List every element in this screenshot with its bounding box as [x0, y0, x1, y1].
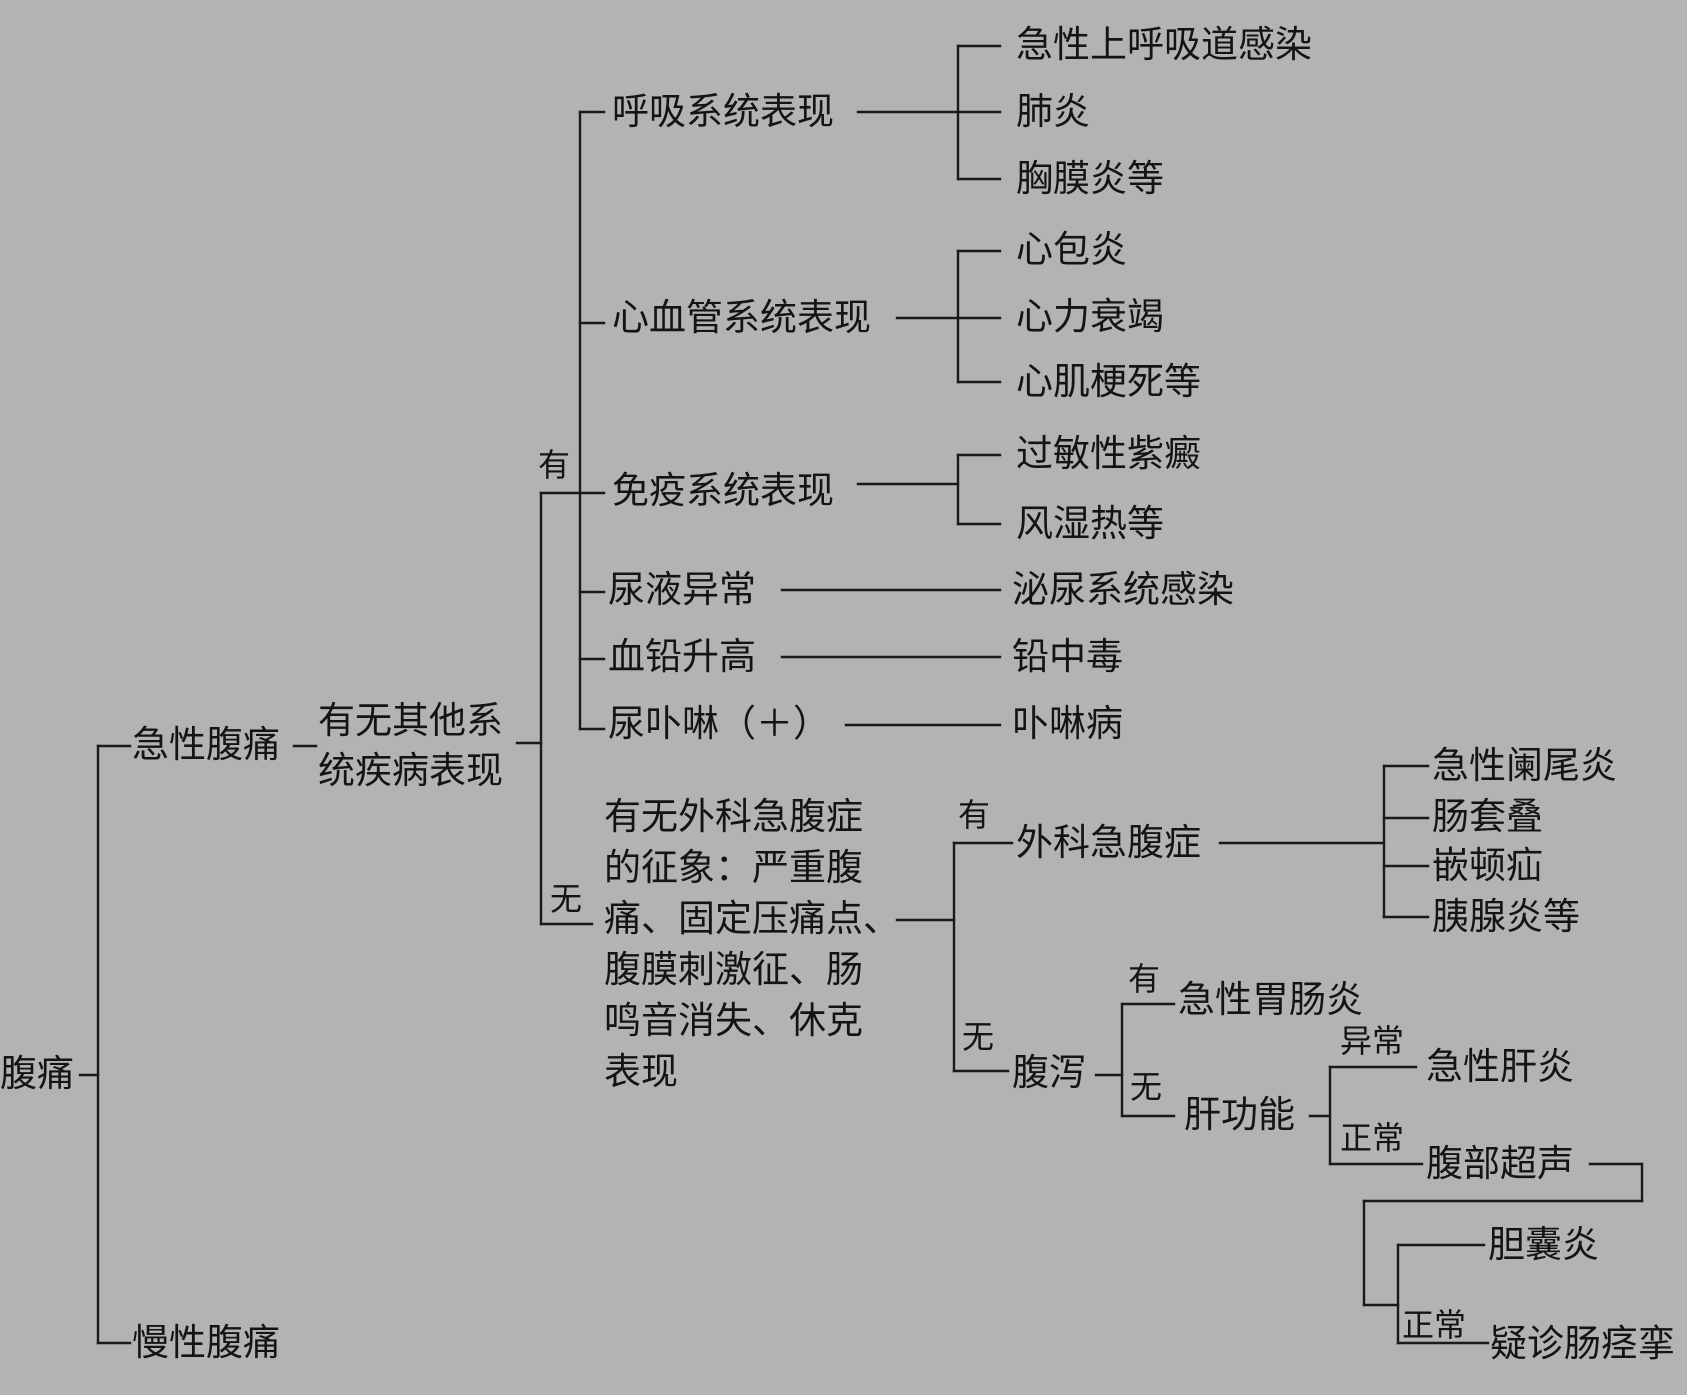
cholecystitis-node: 胆囊炎 — [1488, 1223, 1599, 1266]
spasm-node: 疑诊肠痉挛 — [1490, 1322, 1675, 1365]
resp-item-1: 急性上呼吸道感染 — [1016, 23, 1312, 66]
ultrasound-node: 腹部超声 — [1426, 1142, 1574, 1185]
hepatitis-node: 急性肝炎 — [1426, 1045, 1574, 1088]
diarrhea-node: 腹泻 — [1012, 1051, 1086, 1094]
lead-node: 血铅升高 — [608, 635, 756, 678]
yes-label-systems: 有 — [538, 446, 571, 484]
chronic-pain-node: 慢性腹痛 — [132, 1321, 280, 1364]
surgical-question-line5: 鸣音消失、休克 — [604, 999, 863, 1042]
porphyrin-node: 尿卟啉（＋） — [608, 702, 830, 745]
surgical-abdomen-node: 外科急腹症 — [1016, 821, 1201, 864]
lead-item: 铅中毒 — [1012, 635, 1123, 678]
other-systems-line2: 统疾病表现 — [318, 749, 503, 792]
resp-item-3: 胸膜炎等 — [1016, 157, 1164, 200]
surgical-item-1: 急性阑尾炎 — [1432, 744, 1617, 787]
surgical-item-2: 肠套叠 — [1432, 795, 1543, 838]
immune-item-2: 风湿热等 — [1016, 502, 1164, 545]
acute-pain-node: 急性腹痛 — [132, 723, 280, 766]
immune-item-1: 过敏性紫癜 — [1016, 432, 1201, 475]
surgical-question-line4: 腹膜刺激征、肠 — [604, 948, 863, 991]
no-label-surgical: 无 — [962, 1018, 995, 1056]
liver-function-node: 肝功能 — [1184, 1093, 1295, 1136]
normal-label-liver: 正常 — [1340, 1119, 1405, 1157]
no-label-systems: 无 — [550, 880, 583, 918]
surgical-question-line2: 的征象：严重腹 — [604, 846, 863, 889]
root-node: 腹痛 — [0, 1052, 74, 1095]
no-label-diarrhea: 无 — [1130, 1068, 1163, 1106]
surgical-question-line3: 痛、固定压痛点、 — [604, 897, 900, 940]
other-systems-line1: 有无其他系 — [318, 699, 503, 742]
cardio-item-2: 心力衰竭 — [1016, 295, 1164, 338]
normal-label-ultrasound: 正常 — [1402, 1306, 1467, 1344]
surgical-question-line1: 有无外科急腹症 — [604, 795, 863, 838]
surgical-item-3: 嵌顿疝 — [1432, 844, 1543, 887]
urine-item: 泌尿系统感染 — [1012, 568, 1234, 611]
surgical-item-4: 胰腺炎等 — [1432, 895, 1580, 938]
yes-label-diarrhea: 有 — [1128, 960, 1161, 998]
cardio-item-1: 心包炎 — [1016, 228, 1127, 271]
cardio-node: 心血管系统表现 — [612, 296, 871, 339]
abnormal-label: 异常 — [1340, 1022, 1405, 1060]
gastroenteritis-node: 急性胃肠炎 — [1178, 978, 1363, 1021]
surgical-question-line6: 表现 — [604, 1050, 678, 1093]
resp-item-2: 肺炎 — [1016, 90, 1090, 133]
respiratory-node: 呼吸系统表现 — [612, 90, 834, 133]
yes-label-surgical: 有 — [958, 796, 991, 834]
cardio-item-3: 心肌梗死等 — [1016, 360, 1201, 403]
immune-node: 免疫系统表现 — [612, 469, 834, 512]
urine-node: 尿液异常 — [608, 568, 756, 611]
porphyrin-item: 卟啉病 — [1012, 702, 1123, 745]
